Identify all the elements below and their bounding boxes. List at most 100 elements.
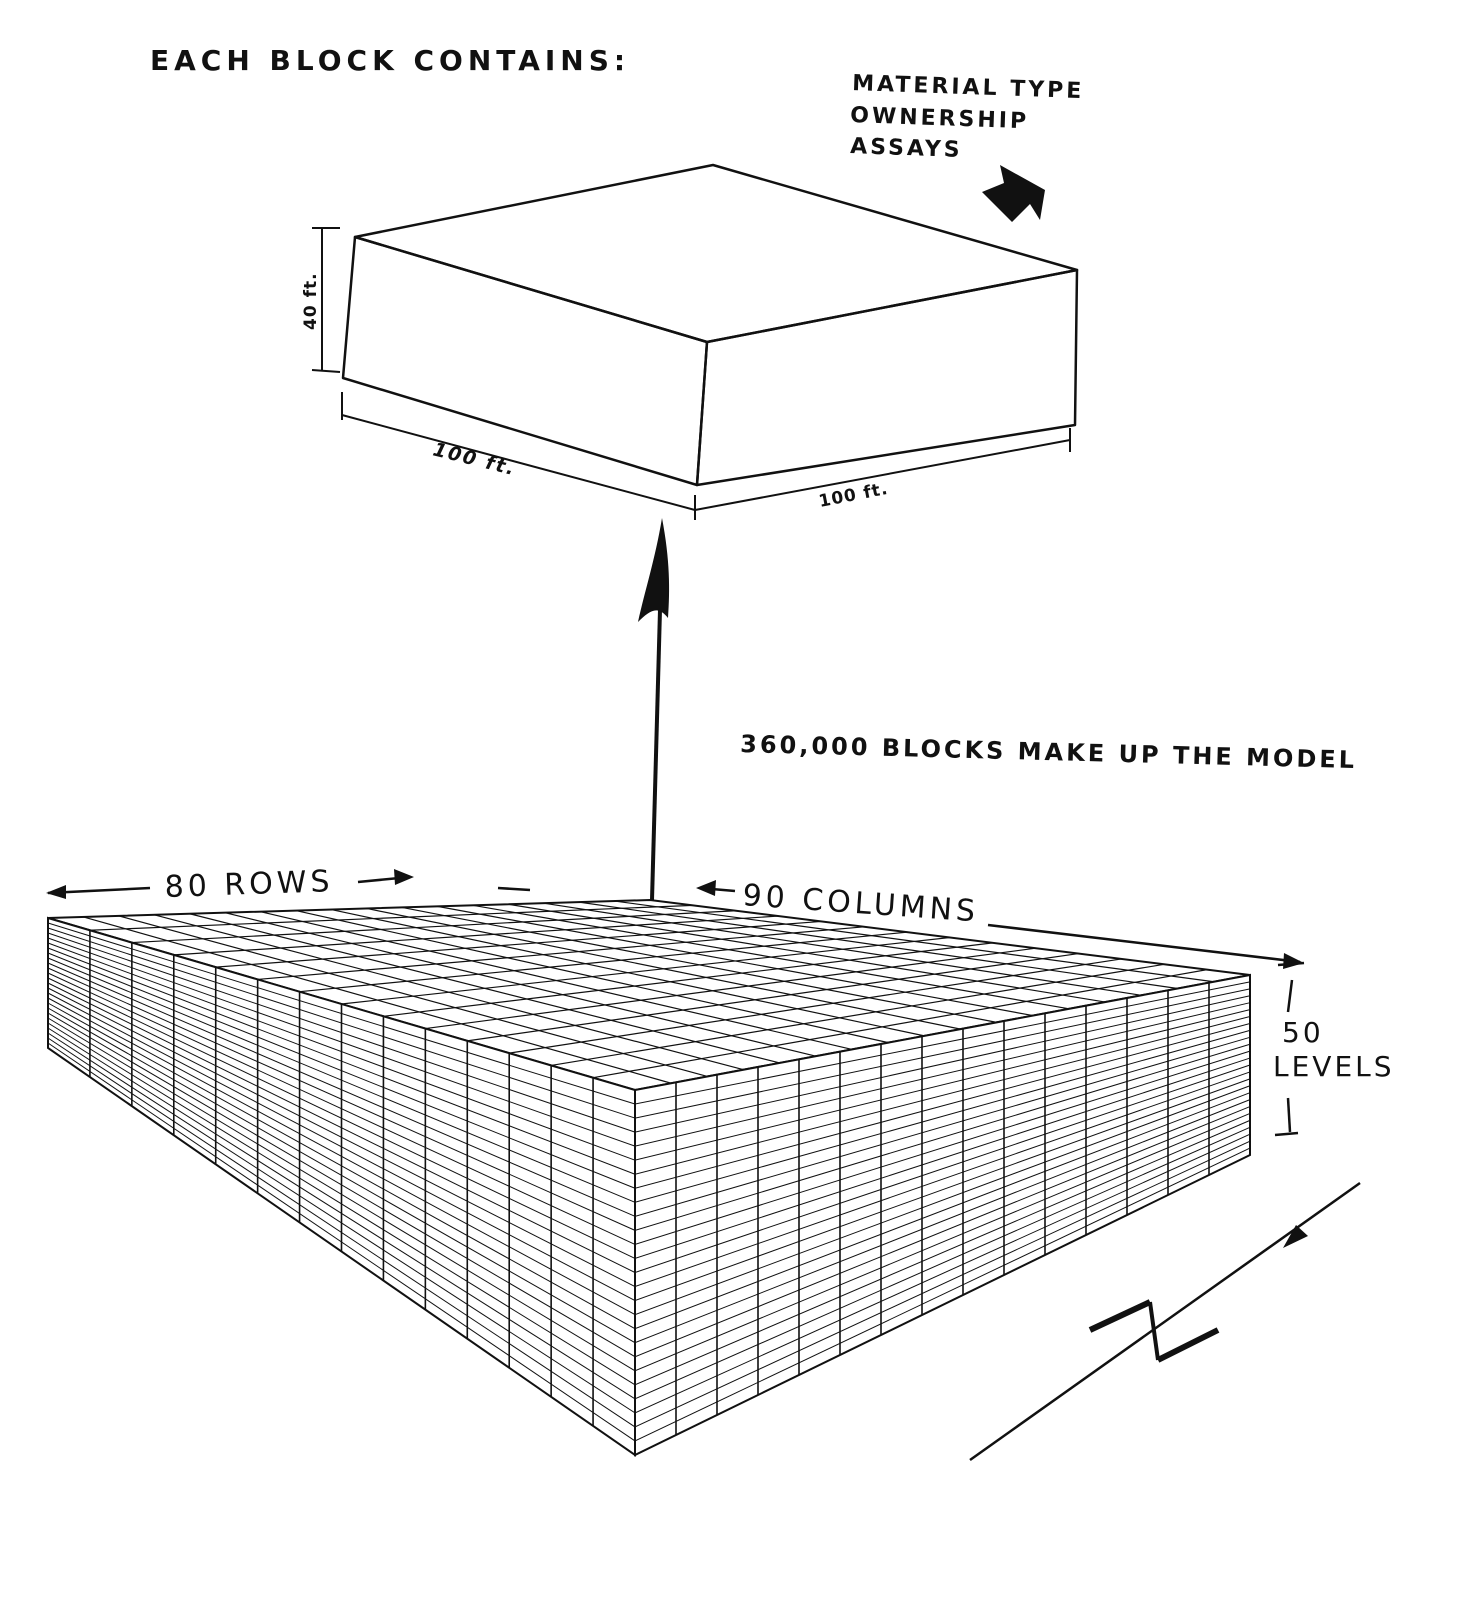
- model-top-grid-line: [118, 915, 708, 1078]
- model-top-grid-line: [543, 902, 1142, 996]
- model-left-level-line: [47, 967, 636, 1231]
- model-left-level-line: [47, 1027, 636, 1400]
- model-top-grid-line: [257, 926, 865, 981]
- model-right-level-line: [634, 1133, 1251, 1414]
- model-top-grid-line: [509, 958, 1122, 1054]
- model-right-level-line: [634, 1036, 1251, 1217]
- model-right-level-line: [634, 995, 1251, 1133]
- model-left-level-line: [47, 982, 636, 1273]
- rows-label: 80 ROWS: [164, 864, 334, 905]
- model-left-level-line: [47, 932, 636, 1133]
- model-top-grid-line: [331, 908, 925, 1037]
- levels-number: 50: [1282, 1016, 1324, 1049]
- levels-dimension: [1274, 961, 1305, 1137]
- columns-dimension: [696, 880, 1304, 969]
- single-block: [341, 163, 1079, 487]
- header-title: EACH BLOCK CONTAINS:: [150, 44, 630, 77]
- length-label: 100 ft.: [431, 439, 519, 481]
- model-left-level-line: [47, 977, 636, 1259]
- model-right-level-line: [634, 1078, 1251, 1302]
- model-top-grid-line: [366, 907, 961, 1030]
- model-right-level-line: [634, 981, 1251, 1105]
- model-right-level-line: [634, 1126, 1251, 1400]
- model-top-grid-line: [592, 969, 1208, 1079]
- model-right-level-line: [634, 988, 1251, 1119]
- model-top-grid-line: [173, 915, 779, 956]
- model-left-level-line: [47, 922, 636, 1105]
- model-right-level-line: [634, 1085, 1251, 1316]
- model-top-grid-line: [215, 920, 822, 968]
- model-right-level-line: [634, 1092, 1251, 1330]
- model-left-level-line: [47, 1042, 636, 1442]
- model-right-level-line: [634, 1113, 1251, 1372]
- model-left-level-line: [47, 952, 636, 1189]
- model-top-grid-line: [154, 914, 744, 1071]
- model-top-grid-line: [579, 901, 1178, 990]
- model-top-grid-line: [614, 900, 1214, 983]
- model-left-level-line: [47, 1022, 636, 1386]
- model-top-grid-line: [551, 963, 1165, 1067]
- model-right-level-line: [634, 1050, 1251, 1245]
- model-top-grid-line: [224, 912, 817, 1057]
- contents-arrow-icon: [982, 165, 1045, 222]
- model-top-grid-line: [83, 916, 672, 1084]
- model-right-level-line: [634, 1147, 1251, 1442]
- model-summary: 360,000 BLOCKS MAKE UP THE MODEL: [740, 730, 1358, 774]
- content-material-type: MATERIAL TYPE: [852, 71, 1085, 104]
- model-top-grid-line: [260, 911, 853, 1050]
- block-model: [47, 898, 1251, 1457]
- model-right-level-line: [634, 1099, 1251, 1344]
- model-left-level-line: [47, 1002, 636, 1330]
- model-top-grid-line: [467, 952, 1079, 1042]
- height-dimension: [311, 227, 341, 373]
- block-left-face: [341, 235, 709, 487]
- model-left-level-line: [47, 947, 636, 1175]
- model-left-level-line: [47, 1032, 636, 1414]
- model-top-grid-line: [437, 905, 1034, 1017]
- levels-word: LEVELS: [1273, 1050, 1395, 1083]
- model-right-level-line: [634, 1106, 1251, 1358]
- model-top-grid-line: [472, 904, 1070, 1010]
- model-right-level-line: [634, 1140, 1251, 1428]
- model-left-level-line: [47, 987, 636, 1287]
- model-right-level-line: [634, 1022, 1251, 1189]
- model-top-grid-line: [299, 931, 908, 993]
- width-dimension: [694, 428, 1071, 511]
- model-left-level-line: [47, 962, 636, 1217]
- rows-dimension: [46, 869, 531, 899]
- model-top-grid-line: [383, 942, 993, 1017]
- model-left-level-line: [47, 937, 636, 1147]
- model-left-level-line: [47, 992, 636, 1302]
- content-assays: ASSAYS: [850, 134, 963, 163]
- length-dimension: [341, 392, 696, 520]
- model-left-level-line: [47, 927, 636, 1119]
- content-ownership: OWNERSHIP: [850, 103, 1030, 134]
- model-right-level-line: [634, 1043, 1251, 1231]
- model-top-grid-line: [89, 904, 693, 931]
- model-top-grid-line: [425, 947, 1036, 1030]
- model-left-level-line: [47, 1007, 636, 1344]
- model-left-level-line: [47, 942, 636, 1161]
- model-right-level-line: [634, 1009, 1251, 1161]
- width-label: 100 ft.: [817, 479, 890, 512]
- model-top-grid-line: [131, 910, 736, 944]
- block-right-face: [695, 268, 1079, 487]
- model-top-grid-line: [341, 936, 951, 1005]
- model-left-level-line: [47, 1012, 636, 1358]
- model-left-level-line: [47, 1037, 636, 1428]
- model-left-level-line: [47, 1017, 636, 1372]
- model-right-level-line: [634, 1064, 1251, 1273]
- model-left-level-line: [47, 997, 636, 1316]
- model-top-grid-line: [189, 913, 780, 1064]
- model-left-level-line: [47, 957, 636, 1203]
- model-right-level-line: [634, 1071, 1251, 1288]
- continuation-arrow-icon: [969, 1181, 1361, 1462]
- model-top-grid-line: [402, 906, 997, 1023]
- model-right-level-line: [634, 1002, 1251, 1147]
- model-right-level-line: [634, 1029, 1251, 1203]
- model-left-level-line: [47, 972, 636, 1245]
- model-top-grid-line: [295, 910, 889, 1044]
- block-top-face: [353, 163, 1079, 344]
- height-label: 40 ft.: [301, 272, 321, 330]
